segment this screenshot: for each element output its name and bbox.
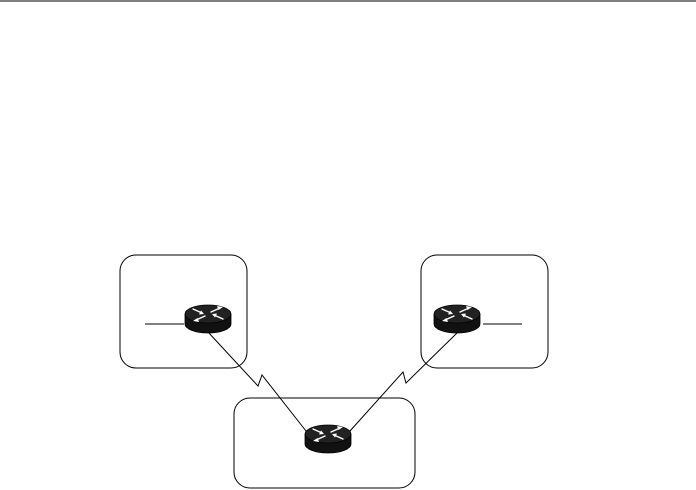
- router-icon: [184, 304, 232, 334]
- serial-link-left: [207, 331, 307, 432]
- site-box-left: [119, 254, 248, 369]
- serial-link-right: [349, 331, 459, 432]
- site-box-right: [420, 254, 549, 369]
- site-box-bottom: [233, 397, 416, 489]
- router-icon: [304, 424, 352, 454]
- router-icon: [433, 304, 481, 334]
